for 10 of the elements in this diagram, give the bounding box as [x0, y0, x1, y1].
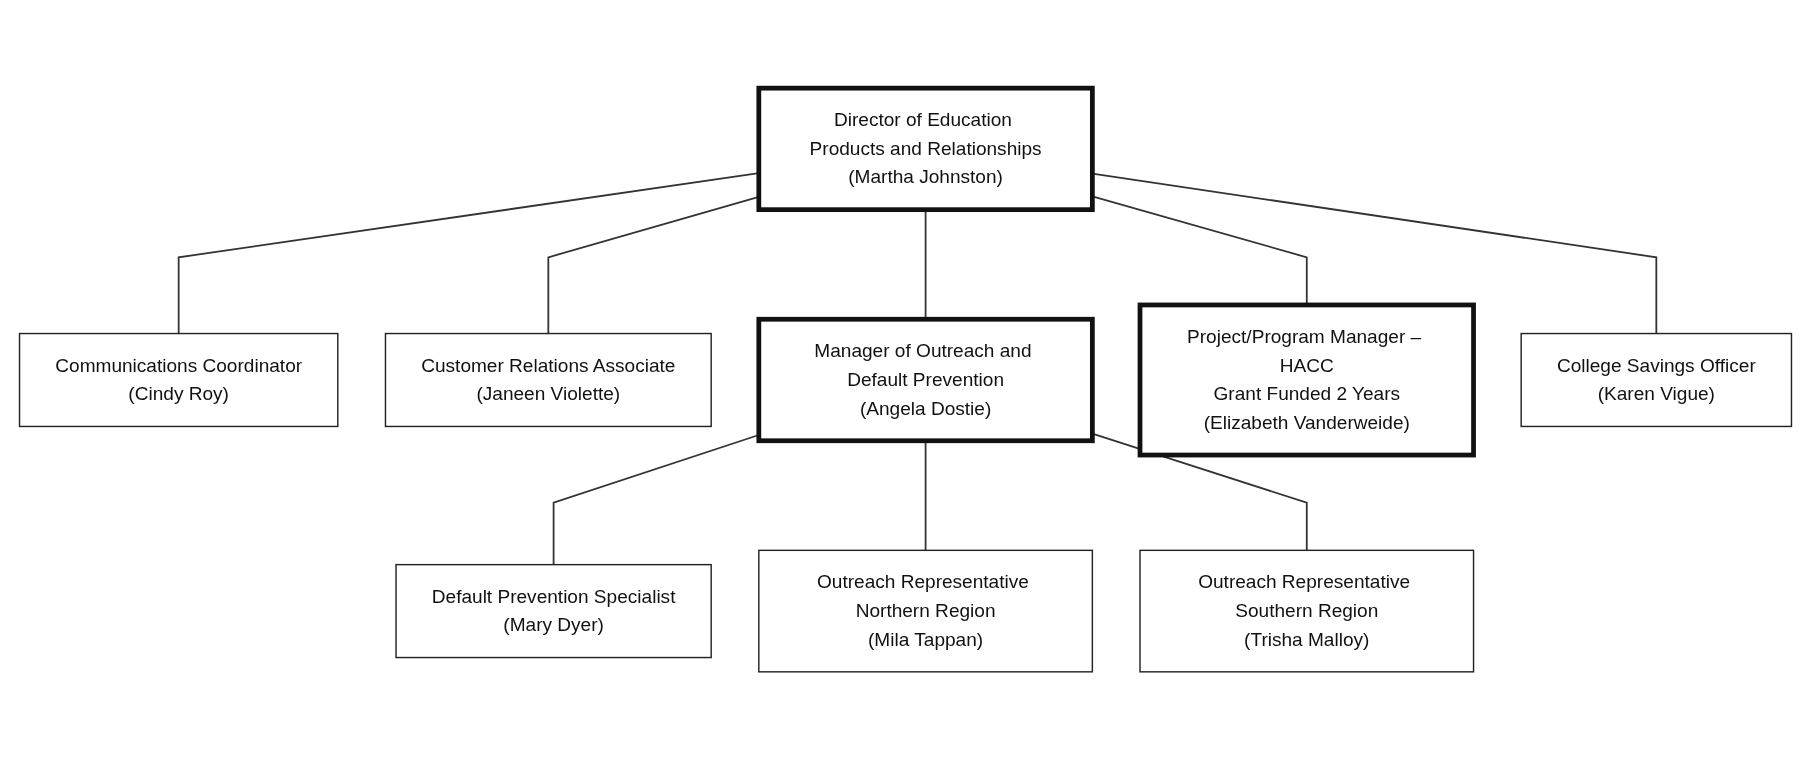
node-box: [758, 549, 1094, 673]
node-box: [18, 332, 339, 428]
node-box: [384, 332, 712, 428]
node-box: [756, 85, 1095, 213]
org-chart: Director of Education Products and Relationships (Martha Johnston) Communications Coordinator (Cindy Roy) Customer Relations Associate (Janeen Violette) Manager of Outreach and Default Prevention (Angela Dostie) Project/Program Manager – HACC Grant Funded 2 Years (Elizabeth Vanderweide) College Savings Officer (Karen Vigue) Default Prevention Specialist (Mary Dyer) Outreach Representative Northern Region (Mila Tappan) Outreach Representative Southern Region (Trisha Malloy): [10, 10, 1801, 750]
node-box: [1137, 302, 1476, 458]
node-box: [1520, 332, 1793, 428]
node-box: [1139, 549, 1475, 673]
node-box: [756, 316, 1095, 444]
node-box: [395, 563, 712, 659]
